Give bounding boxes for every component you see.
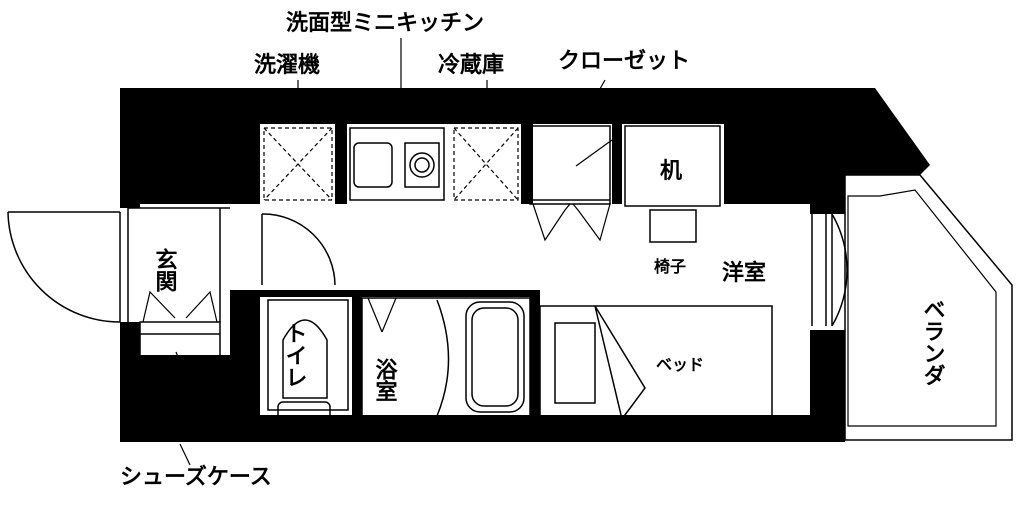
washbasin-kitchen-label: 洗面型ミニキッチン [286, 11, 484, 36]
toilet-symbol [267, 299, 349, 421]
chair-label: 椅子 [654, 257, 686, 276]
shoe-case-label: シューズケース [120, 464, 272, 490]
western-room-label: 洋室 [722, 260, 766, 286]
shoe-case-symbol [139, 290, 221, 375]
mini-kitchen-symbol [349, 127, 445, 201]
bed-label: ベッド [656, 355, 704, 374]
bath-label: 浴室 [372, 358, 398, 402]
fridge-label: 冷蔵庫 [438, 52, 504, 78]
desk-label: 机 [660, 159, 682, 184]
washer-symbol [263, 127, 333, 201]
walls [120, 88, 930, 442]
bed-symbol [539, 305, 773, 421]
entrance-label-1: 玄関 [152, 247, 178, 293]
washer-label: 洗濯機 [254, 53, 320, 78]
balcony-label: ベランダ [920, 298, 946, 386]
toilet-label: トイレ [282, 322, 307, 388]
desk-symbol [624, 125, 721, 207]
toilet-door [261, 213, 336, 286]
chair-symbol [649, 209, 697, 243]
leader-lines [179, 38, 613, 466]
closet-label: クローゼット [558, 49, 690, 74]
fridge-symbol [453, 127, 519, 201]
balcony-outline [844, 174, 1013, 441]
balcony-door [811, 213, 848, 327]
room-interiors [140, 124, 810, 415]
bath-symbol [361, 297, 531, 419]
entrance-door [7, 207, 230, 323]
closet-symbol [529, 125, 611, 242]
